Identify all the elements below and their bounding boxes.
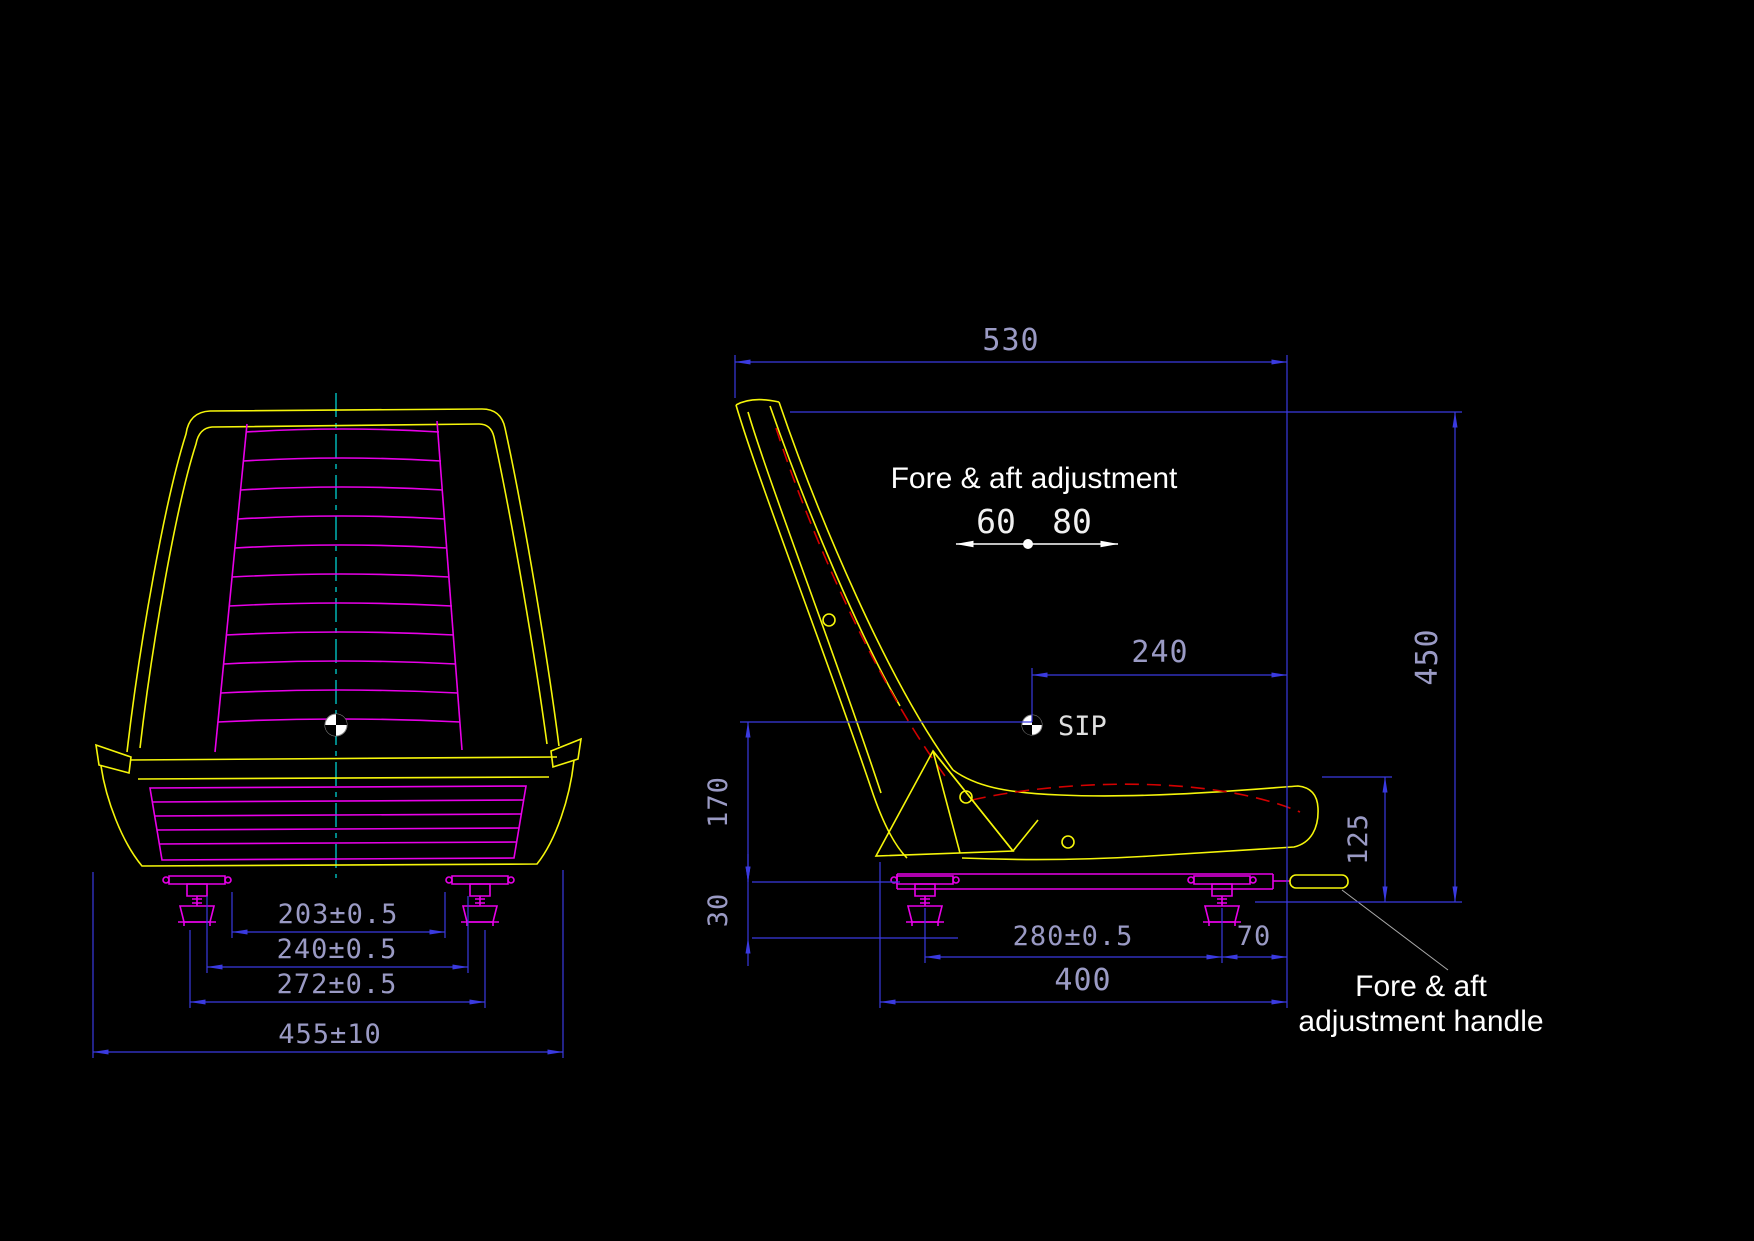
base-lip-line [130, 757, 557, 760]
base-face-line [157, 828, 519, 830]
fore-aft-title: Fore & aft adjustment [891, 462, 1178, 495]
rib-line [224, 661, 456, 664]
side-cushion [953, 770, 1318, 860]
base-face-line [152, 800, 524, 802]
base-lip-line [138, 777, 549, 779]
sip-symbol-front [325, 714, 347, 736]
side-rails [897, 874, 1273, 889]
dim-text-170: 170 [703, 776, 734, 828]
rib-line [232, 574, 449, 577]
front-backrest-ribs [215, 421, 462, 752]
ext-lines-240 [207, 896, 468, 973]
dim-text-30: 30 [703, 893, 734, 928]
base-face-line [159, 842, 517, 844]
front-dimensions: 203±0.5 240±0.5 272±0.5 455±10 [93, 870, 563, 1058]
backrest-hole [823, 614, 835, 626]
dim-text-70: 70 [1237, 921, 1272, 952]
base-body [101, 760, 574, 866]
dim-text-125: 125 [1343, 813, 1374, 865]
fore-travel-value: 60 [976, 502, 1016, 541]
side-dimensions: 530 450 240 125 170 30 280±0.5 70 400 [703, 323, 1462, 1008]
front-seat-base [96, 739, 581, 866]
rib-line [243, 458, 441, 461]
dim-text-272: 272±0.5 [277, 969, 398, 1000]
dim-text-530: 530 [982, 323, 1039, 358]
side-backrest [736, 400, 953, 858]
sip-label: SIP [1058, 711, 1107, 742]
dim-text-203: 203±0.5 [278, 899, 399, 930]
bracket-hole [960, 791, 972, 803]
aft-travel-value: 80 [1052, 502, 1092, 541]
dim-text-400: 400 [1054, 963, 1111, 998]
backrest-hidden-line [776, 428, 948, 780]
recliner-bracket [876, 751, 1038, 856]
ext-lines-272 [190, 930, 485, 1008]
cushion-hidden-line [972, 784, 1300, 812]
rib-line [238, 516, 445, 519]
handle-label-line2: adjustment handle [1298, 1005, 1543, 1038]
handle-leader-line [1342, 890, 1448, 970]
rib-panel-right-edge [437, 421, 462, 750]
dim-text-450: 450 [1410, 628, 1445, 685]
side-view: SIP Fore & aft adjustment 60 80 Fore & a… [703, 323, 1544, 1038]
front-view: 203±0.5 240±0.5 272±0.5 455±10 [93, 393, 581, 1058]
front-backrest-outline [127, 409, 559, 752]
base-right-wing [551, 739, 581, 767]
dim-text-240: 240 [1131, 635, 1188, 670]
dim-text-240: 240±0.5 [277, 934, 398, 965]
ext-lines-455 [93, 870, 563, 1058]
rib-line [226, 632, 454, 635]
rib-line [229, 603, 452, 606]
base-face-border [150, 786, 526, 860]
rib-line [235, 545, 447, 548]
ext-280 [925, 908, 1222, 963]
cushion-hole [1062, 836, 1074, 848]
base-face-line [155, 814, 521, 816]
rib-line [241, 487, 443, 490]
dim-text-455: 455±10 [278, 1019, 382, 1050]
handle-label: Fore & aft adjustment handle [1298, 970, 1543, 1038]
rib-line [221, 690, 458, 693]
rib-line [246, 429, 439, 432]
dim-text-280: 280±0.5 [1013, 921, 1134, 952]
fore-aft-annotation: Fore & aft adjustment 60 80 [891, 462, 1178, 549]
base-left-wing [96, 745, 131, 773]
handle-label-line1: Fore & aft [1355, 970, 1487, 1003]
rib-panel-left-edge [215, 424, 247, 752]
